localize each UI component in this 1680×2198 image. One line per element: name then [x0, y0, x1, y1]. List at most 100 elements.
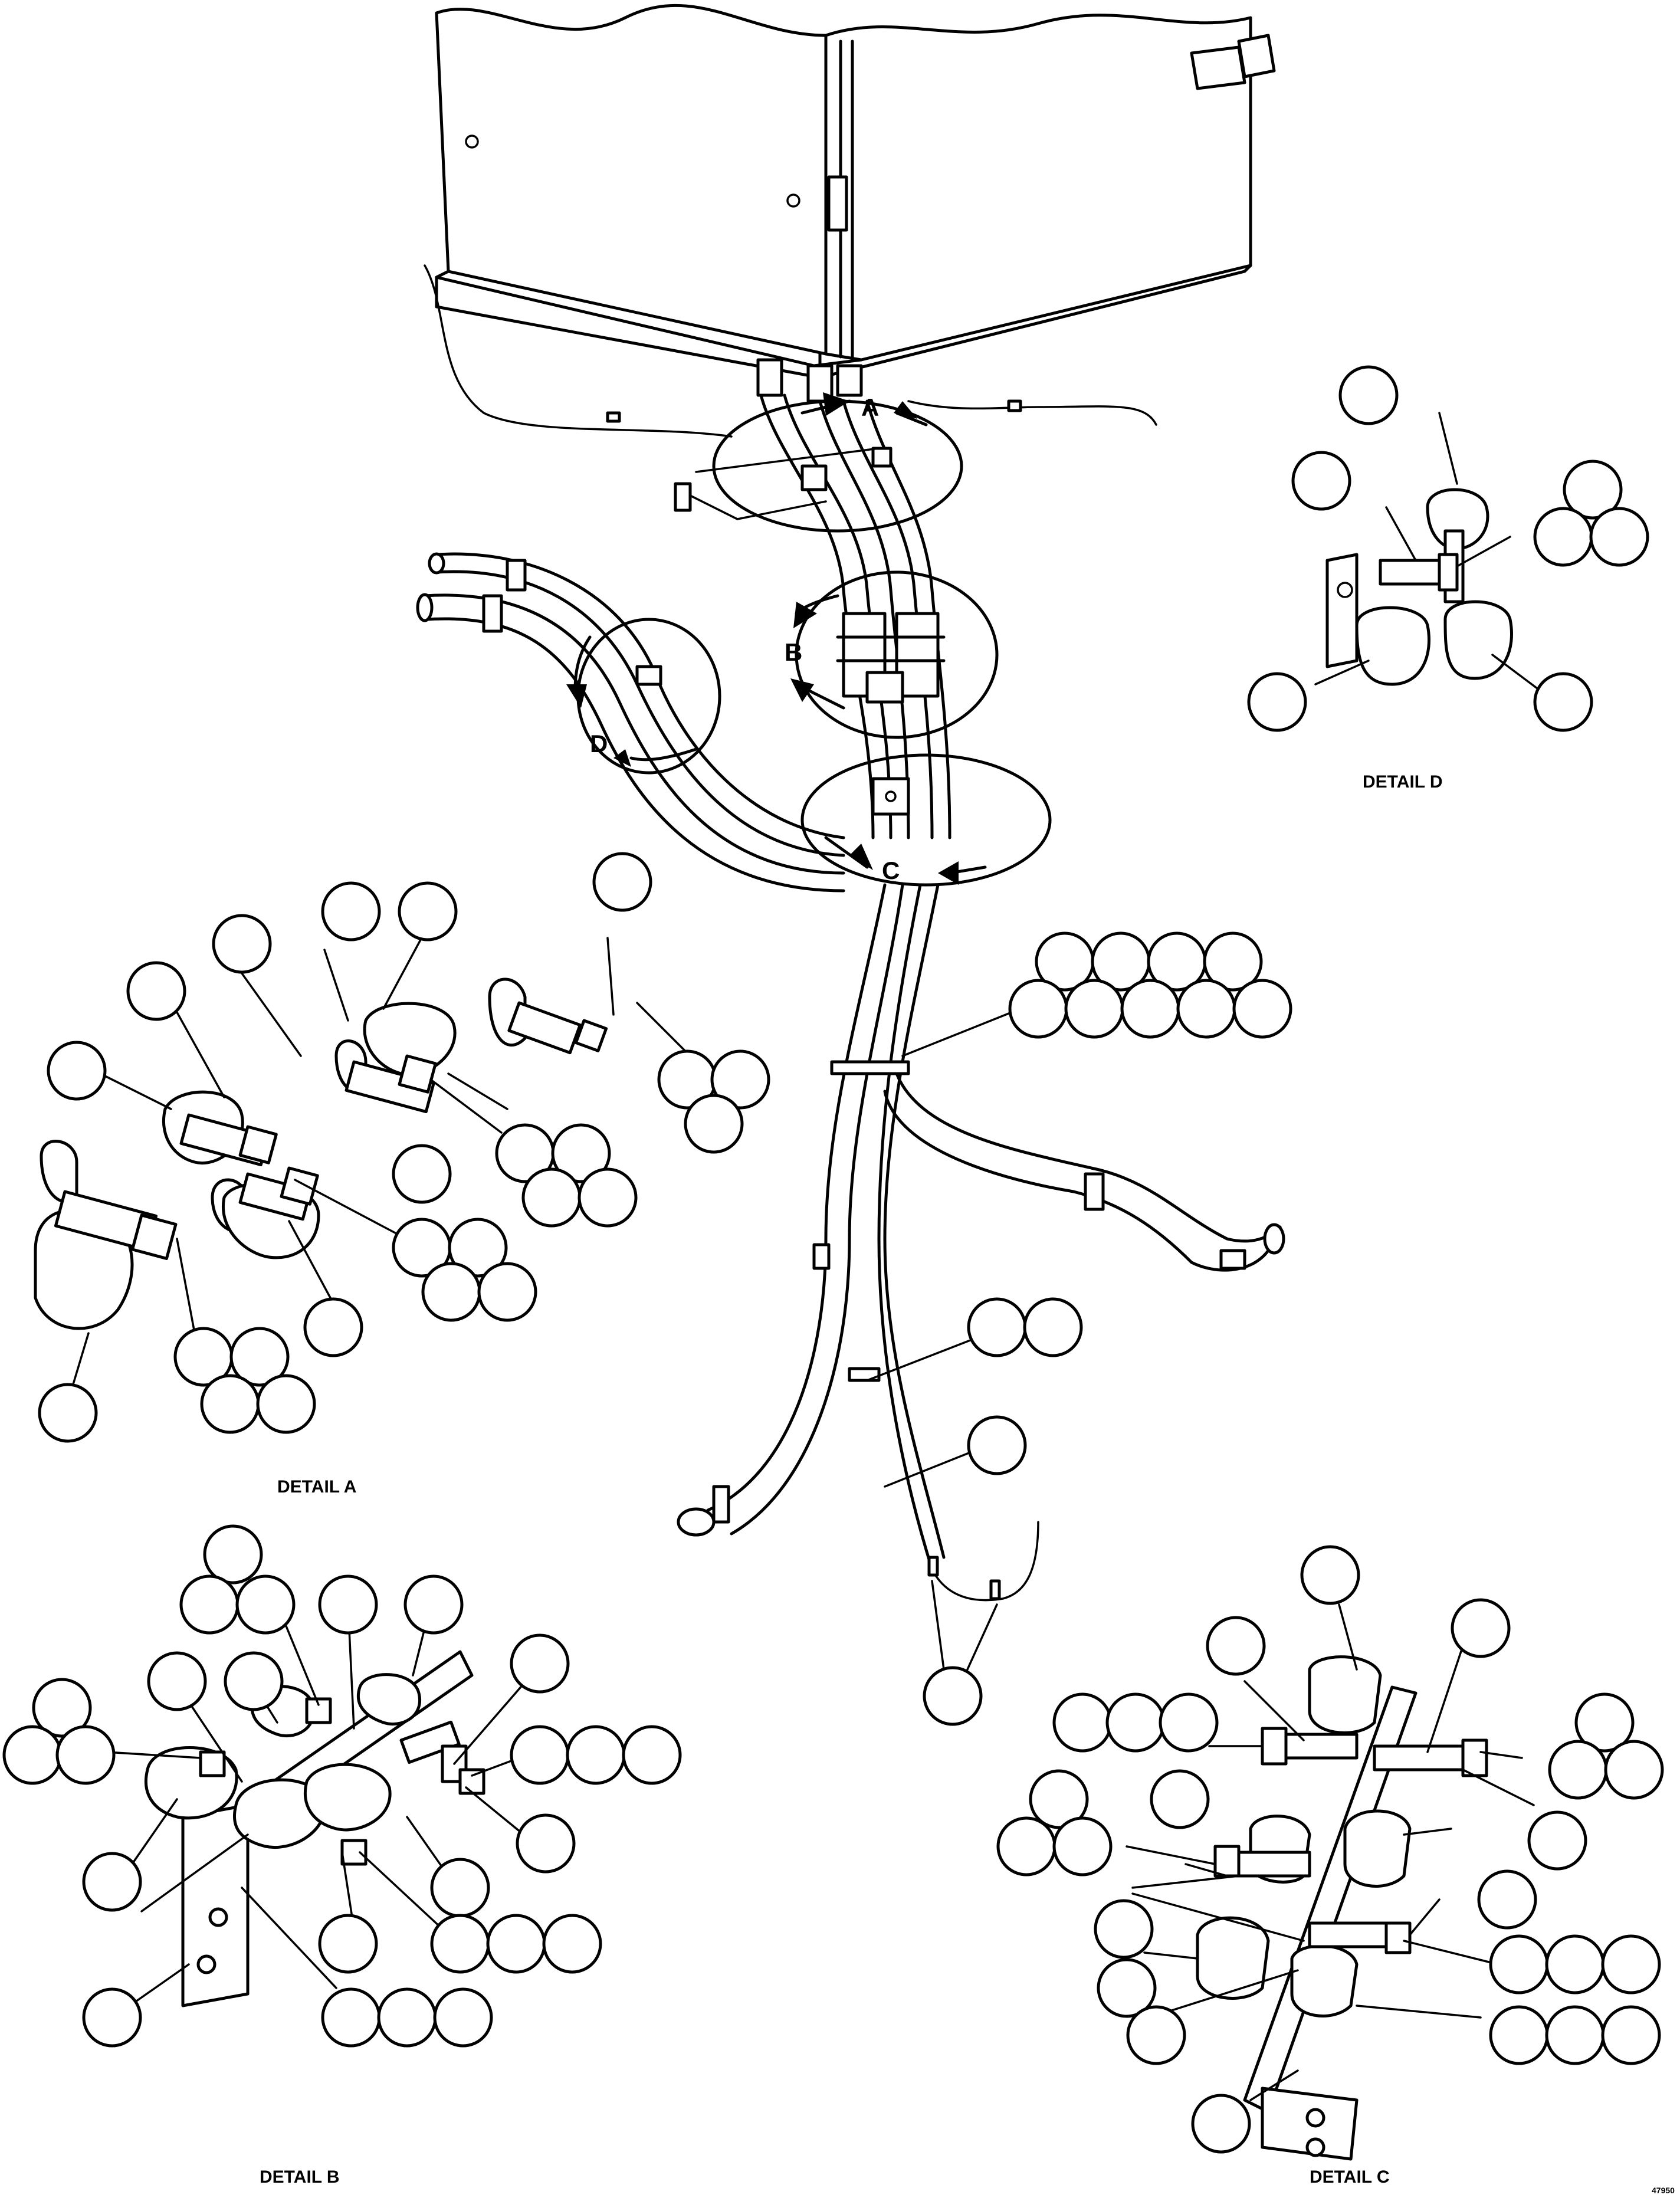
- item-balloon: [1126, 2005, 1186, 2065]
- item-balloon: [1489, 2005, 1549, 2065]
- item-balloon: [1601, 1934, 1661, 1994]
- item-balloon: [510, 1725, 570, 1785]
- detail-a-title: DETAIL A: [277, 1477, 356, 1497]
- item-balloon: [235, 1574, 296, 1635]
- item-balloon: [1097, 1958, 1157, 2018]
- item-balloon: [430, 1914, 490, 1974]
- item-balloon: [38, 1383, 98, 1443]
- item-balloon: [1548, 1740, 1608, 1800]
- main-leaders: [866, 1008, 1022, 1671]
- view-label-b: B: [785, 638, 802, 666]
- item-balloon: [433, 1987, 493, 2048]
- item-balloon: [318, 1914, 378, 1974]
- item-balloon: [256, 1374, 316, 1434]
- item-balloon: [448, 1218, 508, 1278]
- item-balloon: [1052, 1692, 1113, 1753]
- control-box: [424, 4, 1276, 438]
- item-balloon: [1159, 1692, 1219, 1753]
- item-balloon: [1191, 2094, 1251, 2154]
- item-balloon: [321, 881, 381, 941]
- item-balloon: [996, 1816, 1056, 1876]
- item-balloon: [1008, 979, 1068, 1039]
- view-callouts: A B C D: [566, 392, 1052, 887]
- item-balloon: [592, 852, 652, 912]
- item-balloons: [2, 365, 1664, 2154]
- item-balloon: [486, 1914, 546, 1974]
- item-balloon: [321, 1987, 381, 2048]
- item-balloon: [1545, 2005, 1605, 2065]
- item-balloon: [1094, 1899, 1154, 1959]
- item-balloon: [212, 914, 272, 974]
- item-balloon: [203, 1524, 263, 1584]
- drawing-number: 47950: [1652, 2186, 1675, 2195]
- detail-b: DETAIL B: [105, 1603, 532, 2187]
- item-balloon: [923, 1666, 983, 1726]
- item-balloon: [967, 1415, 1027, 1475]
- item-balloon: [421, 1262, 481, 1322]
- item-balloon: [1533, 507, 1593, 567]
- item-balloon: [510, 1633, 570, 1694]
- detail-b-title: DETAIL B: [260, 2167, 340, 2187]
- item-balloon: [1176, 979, 1236, 1039]
- item-balloon: [1150, 1769, 1210, 1829]
- item-balloon: [1545, 1934, 1605, 1994]
- item-balloon: [622, 1725, 682, 1785]
- item-balloon: [1064, 979, 1124, 1039]
- item-balloon: [1247, 672, 1307, 732]
- item-balloon: [229, 1327, 290, 1387]
- item-balloon: [1023, 1297, 1083, 1357]
- view-a-circle: [712, 399, 963, 533]
- item-balloon: [1300, 1545, 1360, 1605]
- item-balloon: [684, 1094, 744, 1154]
- item-balloon: [403, 1574, 464, 1635]
- item-balloon: [200, 1374, 260, 1434]
- item-balloon: [377, 1987, 437, 2048]
- item-balloon: [1052, 1816, 1113, 1876]
- item-balloon: [82, 1852, 142, 1912]
- item-balloon: [1574, 1692, 1635, 1753]
- item-balloon: [1203, 931, 1263, 992]
- detail-a: DETAIL A: [34, 931, 685, 1497]
- detail-c: DETAIL C: [1126, 1603, 1535, 2187]
- item-balloon: [430, 1858, 490, 1918]
- item-balloon: [1533, 672, 1593, 732]
- item-balloon: [477, 1262, 537, 1322]
- item-balloon: [1120, 979, 1180, 1039]
- item-balloon: [542, 1914, 602, 1974]
- item-balloon: [1601, 2005, 1661, 2065]
- item-balloon: [1589, 507, 1649, 567]
- detail-d-title: DETAIL D: [1363, 772, 1443, 792]
- item-balloon: [224, 1651, 284, 1711]
- item-balloon: [1563, 460, 1623, 520]
- item-balloon: [303, 1297, 363, 1357]
- item-balloon: [1451, 1598, 1511, 1658]
- item-balloon: [1105, 1692, 1166, 1753]
- cable-harness: [416, 393, 1285, 1602]
- item-balloon: [2, 1725, 63, 1785]
- item-balloon: [1489, 1934, 1549, 1994]
- view-label-a: A: [861, 393, 879, 421]
- detail-c-title: DETAIL C: [1310, 2167, 1390, 2187]
- item-balloon: [147, 1651, 207, 1711]
- detail-d: DETAIL D: [1314, 412, 1541, 792]
- item-balloon: [1338, 365, 1399, 425]
- item-balloon: [521, 1167, 582, 1228]
- item-balloon: [516, 1813, 576, 1874]
- item-balloon: [1206, 1616, 1266, 1676]
- item-balloon: [1527, 1810, 1587, 1871]
- view-b-circle: [795, 570, 999, 739]
- item-balloon: [179, 1574, 239, 1635]
- item-balloon: [55, 1725, 116, 1785]
- item-balloon: [398, 881, 458, 941]
- item-balloon: [566, 1725, 626, 1785]
- item-balloon: [47, 1041, 107, 1101]
- item-balloon: [1477, 1869, 1537, 1930]
- item-balloon: [578, 1167, 638, 1228]
- view-label-c: C: [882, 857, 900, 884]
- view-label-d: D: [590, 730, 608, 757]
- item-balloon: [967, 1297, 1027, 1357]
- item-balloon: [1604, 1740, 1664, 1800]
- view-c-circle: [800, 753, 1052, 887]
- item-balloon: [1029, 1769, 1089, 1829]
- item-balloon: [82, 1987, 142, 2048]
